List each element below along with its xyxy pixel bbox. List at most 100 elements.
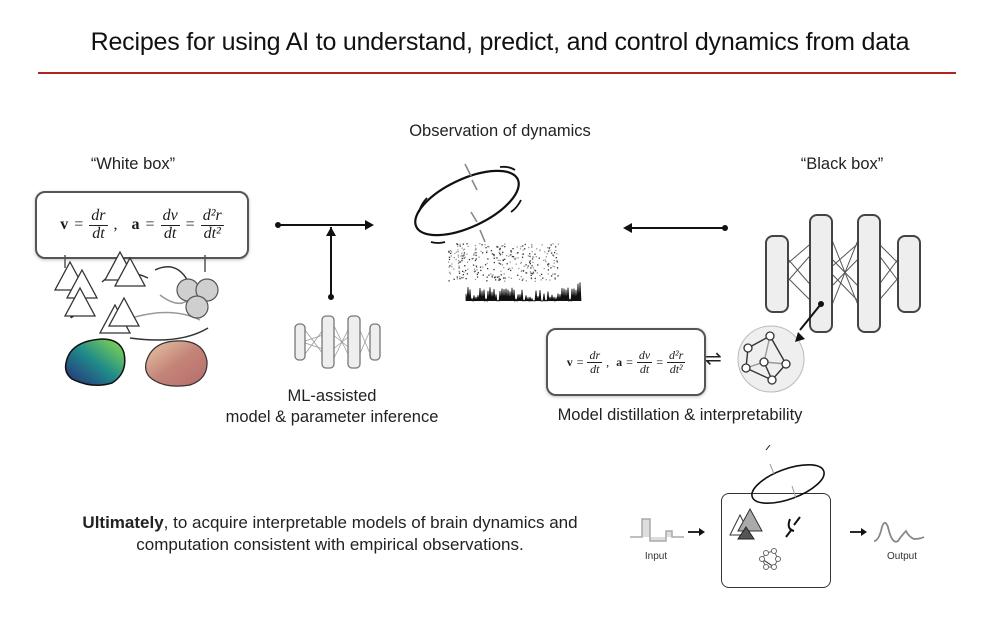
spike-dot bbox=[520, 270, 522, 273]
spike-dot bbox=[522, 270, 525, 272]
spike-dot bbox=[507, 268, 510, 270]
spike-dot bbox=[458, 265, 460, 267]
spike-dot bbox=[532, 273, 534, 275]
spike-dot bbox=[466, 273, 468, 275]
spike-dot bbox=[449, 265, 451, 267]
spike-dot bbox=[499, 254, 501, 256]
spike-dot bbox=[477, 272, 479, 274]
spike-dot bbox=[525, 264, 527, 266]
spike-dot bbox=[467, 245, 469, 247]
spike-dot bbox=[479, 243, 481, 245]
spike-dot bbox=[555, 257, 557, 259]
spike-dot bbox=[547, 250, 550, 252]
spike-dot bbox=[486, 276, 488, 278]
spike-dot bbox=[501, 253, 503, 255]
spike-dot bbox=[474, 259, 477, 262]
spike-dot bbox=[541, 244, 543, 246]
spike-dot bbox=[547, 269, 549, 271]
spike-dot bbox=[511, 267, 513, 269]
spike-dot bbox=[463, 248, 466, 250]
spike-dot bbox=[491, 253, 494, 255]
spike-dot bbox=[461, 257, 463, 260]
spike-dot bbox=[503, 273, 505, 275]
neuron-population bbox=[195, 278, 219, 302]
spike-dot bbox=[448, 280, 450, 282]
spike-dot bbox=[493, 261, 495, 264]
spike-dot bbox=[512, 256, 515, 258]
spike-dot bbox=[518, 278, 521, 280]
spike-dot bbox=[491, 275, 493, 277]
spike-dot bbox=[458, 267, 460, 269]
spike-dot bbox=[476, 266, 478, 268]
spike-dot bbox=[517, 274, 519, 276]
output-signal-icon bbox=[850, 521, 925, 543]
spike-dot bbox=[555, 249, 557, 252]
attractor-ellipse-icon bbox=[414, 163, 522, 244]
spike-dot bbox=[530, 272, 532, 274]
spike-dot bbox=[547, 265, 550, 268]
spike-dot bbox=[501, 245, 503, 247]
spike-dot bbox=[534, 270, 537, 272]
spike-dot bbox=[498, 278, 500, 280]
spike-dot bbox=[516, 246, 518, 248]
spike-dot bbox=[498, 251, 500, 253]
spike-dot bbox=[456, 243, 458, 245]
ml-assisted-line2: model & parameter inference bbox=[225, 408, 439, 427]
spike-raster-plot bbox=[448, 243, 582, 303]
inference-arrow bbox=[275, 220, 374, 300]
spike-dot bbox=[521, 269, 523, 272]
spike-dot bbox=[475, 252, 477, 254]
spike-dot bbox=[462, 270, 464, 272]
spike-dot bbox=[499, 248, 501, 251]
spike-dot bbox=[502, 258, 504, 261]
conclusion-emphasis: Ultimately bbox=[82, 513, 164, 532]
spike-dot bbox=[486, 250, 488, 252]
population-rate-trace bbox=[465, 282, 582, 303]
spike-dot bbox=[463, 249, 465, 251]
spike-dot bbox=[459, 261, 461, 263]
spike-dot bbox=[455, 258, 457, 261]
spike-dot bbox=[457, 249, 459, 251]
spike-dot bbox=[538, 257, 540, 259]
spike-dot bbox=[502, 251, 504, 253]
spike-dot bbox=[526, 267, 529, 269]
brain-left bbox=[64, 338, 126, 386]
spike-dot bbox=[529, 255, 531, 258]
spike-dot bbox=[551, 252, 553, 254]
spike-dot bbox=[453, 257, 455, 259]
spike-dot bbox=[512, 248, 514, 250]
spike-dot bbox=[466, 243, 468, 245]
spike-dot bbox=[509, 267, 511, 270]
spike-dot bbox=[542, 277, 544, 279]
spike-dot bbox=[471, 258, 473, 260]
spike-dot bbox=[498, 279, 500, 281]
spike-dot bbox=[497, 246, 499, 248]
spike-dot bbox=[458, 272, 461, 274]
spike-dot bbox=[550, 275, 553, 277]
neuron-triangle bbox=[113, 256, 147, 287]
spike-dot bbox=[557, 243, 560, 245]
spike-dot bbox=[485, 247, 487, 249]
eq2-v-den: dt bbox=[590, 361, 600, 376]
spike-dot bbox=[462, 255, 464, 257]
spike-dot bbox=[531, 245, 533, 247]
eq-v-den: dt bbox=[92, 224, 105, 242]
spike-dot bbox=[463, 271, 465, 273]
spike-dot bbox=[531, 265, 533, 267]
spike-dot bbox=[449, 273, 451, 275]
spike-dot bbox=[461, 277, 463, 279]
spike-dot bbox=[552, 243, 554, 245]
spike-dot bbox=[529, 261, 531, 263]
spike-dot bbox=[475, 247, 477, 249]
title-divider bbox=[38, 72, 956, 74]
spike-dot bbox=[450, 251, 453, 253]
neuron-triangle bbox=[107, 296, 141, 327]
spike-dot bbox=[459, 276, 461, 278]
spike-dot bbox=[531, 258, 534, 260]
spike-dot bbox=[527, 265, 529, 267]
spike-dot bbox=[504, 243, 506, 245]
triangle-icon bbox=[737, 526, 755, 540]
spike-dot bbox=[479, 266, 482, 268]
spike-dot bbox=[544, 259, 546, 261]
